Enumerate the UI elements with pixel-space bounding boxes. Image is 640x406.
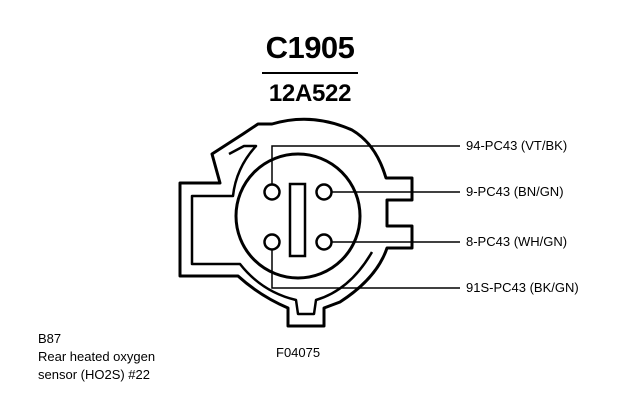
pin-label-94: 94-PC43 (VT/BK) bbox=[466, 138, 568, 153]
caption-block: B87 Rear heated oxygen sensor (HO2S) #22 bbox=[38, 330, 155, 384]
leader-line-pin-4 bbox=[271, 250, 460, 289]
caption-line-1: Rear heated oxygen bbox=[38, 349, 156, 364]
pin-terminal-1 bbox=[263, 183, 281, 201]
pin-label-8: 8-PC43 (WH/GN) bbox=[466, 234, 568, 249]
caption-line-2: sensor (HO2S) #22 bbox=[38, 367, 150, 382]
connector-housing-inner-outline bbox=[190, 144, 374, 316]
title-underline bbox=[262, 72, 358, 74]
connector-housing-outline bbox=[178, 117, 414, 328]
leader-line-pin-1 bbox=[271, 145, 460, 184]
center-key bbox=[288, 182, 307, 258]
caption-code: B87 bbox=[38, 331, 62, 346]
pin-label-9: 9-PC43 (BN/GN) bbox=[466, 184, 564, 199]
connector-face-circle bbox=[234, 152, 362, 280]
pin-label-91s: 91S-PC43 (BK/GN) bbox=[466, 280, 579, 295]
figure-id: F04075 bbox=[276, 345, 321, 360]
part-number: 12A522 bbox=[268, 80, 352, 107]
connector-id: C1905 bbox=[265, 30, 355, 65]
pin-terminal-2 bbox=[315, 183, 333, 201]
pin-terminal-3 bbox=[263, 233, 281, 251]
pin-terminal-4 bbox=[315, 233, 333, 251]
